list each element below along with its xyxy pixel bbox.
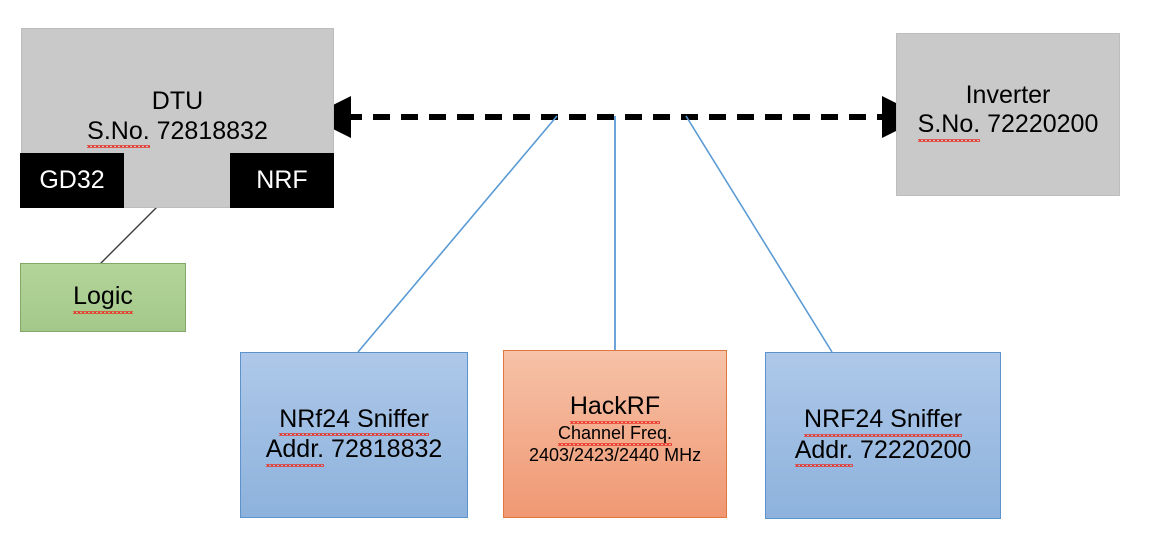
sniffer-right-label: NRF24 Sniffer — [804, 405, 962, 436]
inverter-serial-prefix: S.No. — [917, 110, 980, 141]
dtu-label: DTU — [151, 87, 204, 115]
node-hackrf[interactable]: HackRF Channel Freq. 2403/2423/2440 MHz — [503, 350, 727, 518]
sniffer-left-tap — [357, 115, 558, 353]
hackrf-caption: Channel Freq. — [557, 423, 673, 446]
sniffer-right-addr: Addr. 72220200 — [794, 435, 972, 467]
logic-label: Logic — [73, 282, 133, 314]
dtu-serial-value: 72818832 — [156, 116, 268, 145]
node-nrf[interactable]: NRF — [230, 153, 334, 208]
sniffer-left-label-text: NRf24 Sniffer — [279, 405, 429, 436]
nrf-label: NRF — [256, 166, 308, 194]
inverter-serial-value: 72220200 — [987, 110, 1099, 138]
inverter-label: Inverter — [965, 80, 1051, 109]
sniffer-right-addr-value: 72220200 — [860, 435, 972, 464]
inverter-serial: S.No. 72220200 — [917, 110, 1099, 141]
hackrf-label: HackRF — [569, 392, 661, 424]
logic-label-text: Logic — [73, 282, 133, 314]
sniffer-left-addr: Addr. 72818832 — [265, 435, 443, 466]
node-sniffer-left[interactable]: NRf24 Sniffer Addr. 72818832 — [240, 352, 468, 518]
node-inverter[interactable]: Inverter S.No. 72220200 — [896, 33, 1120, 196]
sniffer-right-label-text: NRF24 Sniffer — [804, 405, 962, 436]
sniffer-right-addr-prefix: Addr. — [794, 436, 854, 467]
node-gd32[interactable]: GD32 — [20, 153, 124, 208]
dtu-serial: S.No. 72818832 — [87, 117, 268, 148]
node-logic-analyzer[interactable]: Logic — [20, 263, 186, 332]
sniffer-left-addr-prefix: Addr. — [265, 435, 325, 466]
hackrf-label-text: HackRF — [569, 392, 661, 424]
hackrf-frequencies: 2403/2423/2440 MHz — [528, 444, 702, 465]
dtu-serial-prefix: S.No. — [87, 117, 150, 148]
node-sniffer-right[interactable]: NRF24 Sniffer Addr. 72220200 — [765, 352, 1001, 519]
hackrf-caption-text: Channel Freq. — [557, 423, 673, 446]
sniffer-right-tap — [685, 115, 833, 353]
sniffer-left-label: NRf24 Sniffer — [279, 405, 429, 436]
sniffer-left-addr-value: 72818832 — [331, 435, 443, 463]
gd32-label: GD32 — [39, 166, 105, 194]
